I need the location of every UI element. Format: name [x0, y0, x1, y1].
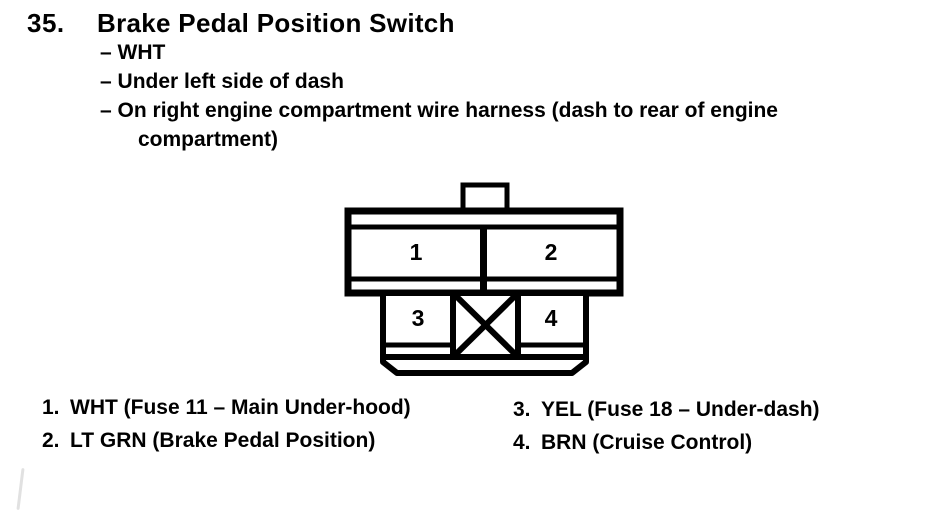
legend-pin-text: BRN (Cruise Control) — [541, 431, 753, 454]
legend-item-pin4: 4. BRN (Cruise Control) — [513, 431, 820, 455]
legend-item-pin2: 2. LT GRN (Brake Pedal Position) — [42, 429, 411, 453]
scan-artifact — [16, 467, 25, 511]
legend-pin-number: 3. — [513, 398, 531, 421]
pin-legend-right-column: 3. YEL (Fuse 18 – Under-dash) 4. BRN (Crui… — [513, 398, 820, 464]
legend-item-pin1: 1. WHT (Fuse 11 – Main Under-hood) — [42, 396, 411, 420]
detail-text: Under left side of dash — [117, 70, 344, 93]
pin-2-label: 2 — [545, 239, 558, 265]
pin-4-label: 4 — [545, 305, 558, 331]
detail-item-location: – Under left side of dash — [100, 67, 870, 96]
legend-pin-number: 1. — [42, 396, 60, 419]
dash-bullet: – — [100, 41, 112, 64]
pin-3-label: 3 — [412, 305, 425, 331]
connector-base — [380, 354, 589, 376]
detail-text: WHT — [117, 41, 166, 64]
legend-pin-text: WHT (Fuse 11 – Main Under-hood) — [70, 396, 411, 419]
pin-1-label: 1 — [410, 239, 423, 265]
legend-pin-number: 2. — [42, 429, 60, 452]
legend-pin-text: LT GRN (Brake Pedal Position) — [70, 429, 376, 452]
dash-bullet: – — [100, 99, 112, 122]
keyway-x-diagonal-2 — [450, 290, 521, 360]
connector-diagram: 1 2 3 4 — [344, 182, 624, 376]
dash-bullet: – — [100, 70, 112, 93]
legend-pin-text: YEL (Fuse 18 – Under-dash) — [541, 398, 820, 421]
section-number: 35. — [27, 8, 65, 38]
detail-list: – WHT – Under left side of dash – On rig… — [100, 38, 870, 154]
legend-item-pin3: 3. YEL (Fuse 18 – Under-dash) — [513, 398, 820, 422]
legend-pin-number: 4. — [513, 431, 531, 454]
detail-text: On right engine compartment wire harness… — [117, 99, 778, 151]
detail-item-harness: – On right engine compartment wire harne… — [100, 96, 870, 154]
pin-legend-left-column: 1. WHT (Fuse 11 – Main Under-hood) 2. LT G… — [42, 396, 411, 462]
detail-item-color: – WHT — [100, 38, 870, 67]
page-title: Brake Pedal Position Switch — [97, 8, 455, 38]
